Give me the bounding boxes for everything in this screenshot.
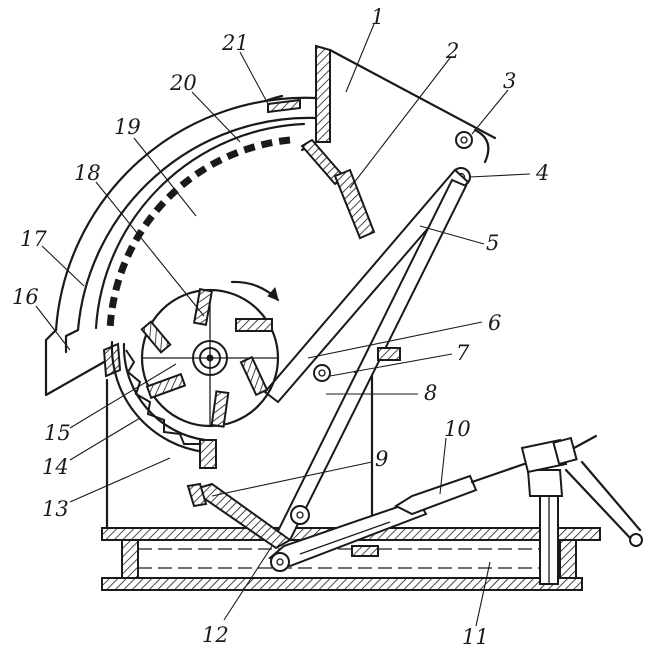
grate-bars xyxy=(106,136,291,331)
label-8: 8 xyxy=(424,381,437,405)
label-14: 14 xyxy=(42,455,69,479)
label-15: 15 xyxy=(44,421,71,445)
right-support xyxy=(520,434,643,585)
label-5: 5 xyxy=(486,231,499,255)
upper-curved-housing xyxy=(44,94,318,397)
label-9: 9 xyxy=(375,447,388,471)
label-18: 18 xyxy=(74,161,101,185)
lower-lever xyxy=(186,482,310,550)
label-20: 20 xyxy=(169,71,197,95)
base-frame xyxy=(101,527,601,591)
label-12: 12 xyxy=(202,623,229,647)
label-1: 1 xyxy=(371,5,384,29)
label-11: 11 xyxy=(462,625,489,649)
label-3: 3 xyxy=(503,69,516,93)
rotor xyxy=(140,280,280,428)
leader-lines xyxy=(35,23,531,627)
lower-grinding-plate xyxy=(110,340,217,469)
label-19: 19 xyxy=(114,115,141,139)
label-17: 17 xyxy=(20,227,47,251)
label-7: 7 xyxy=(456,341,470,365)
mid-pivot xyxy=(313,347,401,382)
label-16: 16 xyxy=(12,285,39,309)
swing-arm xyxy=(263,168,470,542)
label-13: 13 xyxy=(42,497,69,521)
label-6: 6 xyxy=(488,311,501,335)
adjusting-cylinder xyxy=(268,460,532,572)
label-2: 2 xyxy=(445,39,459,63)
curtain-plate xyxy=(300,138,376,240)
label-4: 4 xyxy=(535,161,549,185)
part-labels: 1 2 3 4 5 6 7 8 9 10 11 12 13 14 15 16 1… xyxy=(12,5,549,649)
label-10: 10 xyxy=(444,417,471,441)
label-21: 21 xyxy=(221,31,249,55)
